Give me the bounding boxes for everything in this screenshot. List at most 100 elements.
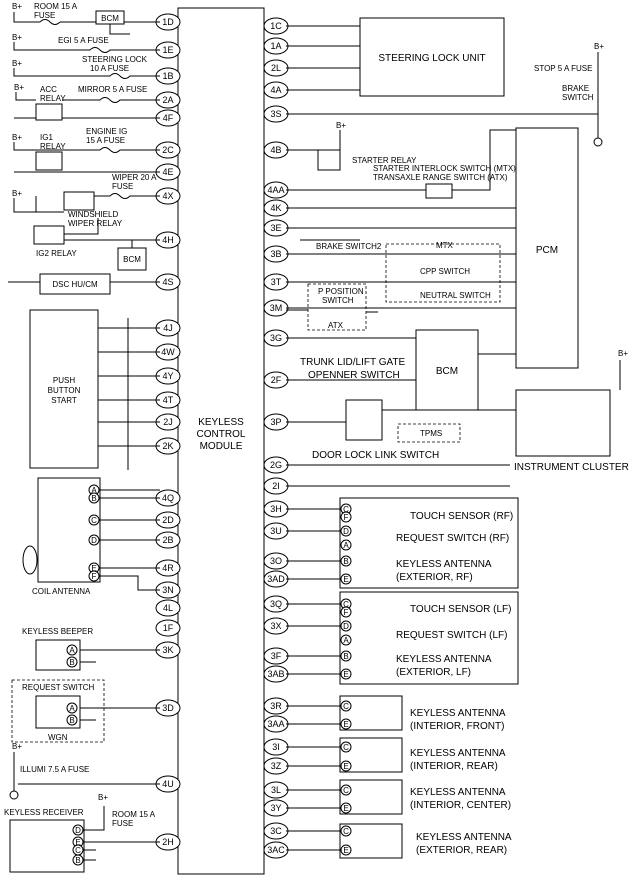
room-fuse-label-2: FUSE: [34, 11, 55, 20]
pin-right-label: 3P: [270, 417, 281, 427]
connector-letter: [340, 573, 352, 585]
connector-letter: [340, 539, 352, 551]
pin-right-3r: 3R: [263, 697, 289, 715]
pin-right-3t: 3T: [263, 273, 289, 291]
pin-right-label: 3T: [271, 277, 282, 287]
connector-letter-text: C: [75, 846, 81, 855]
pin-right-label: 2F: [271, 375, 282, 385]
connector-letter: [340, 606, 352, 618]
pin-left-label: 3N: [162, 585, 174, 595]
antenna-exterior-rear: KEYLESS ANTENNA (EXTERIOR, REAR): [286, 823, 512, 859]
wgn-dashed-box: [11, 679, 105, 743]
connector-letter: [340, 700, 352, 712]
steering-lock-unit-box: [359, 17, 505, 97]
cpp-switch-label: CPP SWITCH: [420, 267, 470, 276]
pin-right-label: 3S: [270, 109, 281, 119]
pin-right-label: 3H: [270, 504, 282, 514]
connector-letter: [340, 555, 352, 567]
pin-right-3c: 3C: [263, 822, 289, 840]
pin-right-label: 1C: [270, 21, 282, 31]
connector-letter-text: E: [91, 564, 96, 573]
pin-left-4q: 4Q: [155, 489, 181, 507]
pin-right-label: 3AA: [267, 719, 284, 729]
pin-right-label: 3G: [270, 333, 282, 343]
ig1-relay-label-2: RELAY: [40, 142, 66, 151]
connector-letter-text: E: [343, 720, 348, 729]
connector-letter-text: C: [343, 786, 349, 795]
antenna-int-front-label-1: KEYLESS ANTENNA: [410, 708, 506, 719]
pin-right-3s: 3S: [263, 105, 289, 123]
connector-letter-text: A: [69, 704, 75, 713]
connector-letter-text: C: [343, 743, 349, 752]
connector-letter: [66, 714, 78, 726]
pin-right-3y: 3Y: [263, 799, 289, 817]
connector-letter: [72, 824, 84, 836]
starter-interlock-switch-box: [425, 183, 453, 199]
connector-letter-text: C: [343, 702, 349, 711]
engine-ig-fuse-label-1: ENGINE IG: [86, 127, 127, 136]
pin-left-label: 2B: [162, 535, 173, 545]
bcm-right: BCM TRUNK LID/LIFT GATE OPENNER SWITCH: [286, 329, 516, 411]
steering-lock-fuse-label-2: 10 A FUSE: [90, 64, 129, 73]
pin-right-label: 2I: [272, 481, 280, 491]
connector-letter-text: C: [343, 827, 349, 836]
p-position-dashed-box: [307, 283, 367, 331]
pin-left-label: 2K: [162, 441, 173, 451]
right-pins: 1C1A2L4A3S4B4AA4K3E3B3T3M3G2F3P2G2I3H3U3…: [263, 17, 289, 859]
connector-letter: [72, 854, 84, 866]
pcm: PCM: [515, 127, 579, 369]
request-switch-rf-label: REQUEST SWITCH (RF): [396, 533, 509, 544]
antenna-ext-rear-label-1: KEYLESS ANTENNA: [416, 832, 512, 843]
pin-left-label: 2H: [162, 837, 174, 847]
starter-relay-label: STARTER RELAY: [352, 156, 417, 165]
tpms-label: TPMS: [420, 429, 442, 438]
bplus-label: B+: [14, 83, 24, 92]
connector-letter-text: B: [91, 494, 96, 503]
pin-left-label: 4H: [162, 235, 174, 245]
ig1-relay-circuit: B+ IG1 RELAY ENGINE IG 15 A FUSE: [12, 127, 160, 173]
connector-letter: [88, 492, 100, 504]
connector-letter: [340, 825, 352, 837]
pin-right-label: 3F: [271, 651, 282, 661]
bplus-label: B+: [12, 2, 22, 11]
pin-right-label: 3U: [270, 526, 282, 536]
pin-left-label: 1B: [162, 71, 173, 81]
connector-letter: [340, 784, 352, 796]
connector-letter: [66, 644, 78, 656]
neutral-switch-label: NEUTRAL SWITCH: [420, 291, 491, 300]
pin-right-3m: 3M: [263, 299, 289, 317]
brake-switch-label-2: SWITCH: [562, 93, 594, 102]
room-fuse-label-1: ROOM 15 A: [34, 2, 78, 11]
connector-letter: [340, 802, 352, 814]
illumi-fuse-circuit: B+ ILLUMI 7.5 A FUSE: [9, 742, 160, 800]
brake-switch2-circuit: BRAKE SWITCH2: [286, 227, 516, 251]
connector-letter-text: A: [343, 541, 349, 550]
mtx-group: MTX CPP SWITCH NEUTRAL SWITCH: [286, 241, 516, 309]
connector-letter: [66, 656, 78, 668]
touch-sensor-rf-label: TOUCH SENSOR (RF): [410, 511, 513, 522]
connector-letter-text: B: [343, 652, 348, 661]
connector-letter-text: E: [343, 575, 348, 584]
starter-interlock-label-2: TRANSAXLE RANGE SWITCH (ATX): [373, 173, 508, 182]
antenna-int-center-label-2: (INTERIOR, CENTER): [410, 800, 511, 811]
pin-left-label: 4W: [161, 347, 175, 357]
bplus-label: B+: [12, 59, 22, 68]
antenna-ext-lf-label-1: KEYLESS ANTENNA: [396, 654, 492, 665]
pin-left-3n: 3N: [155, 581, 181, 599]
bcm-right-box: [415, 329, 479, 411]
antenna-int-front-label-2: (INTERIOR, FRONT): [410, 721, 504, 732]
pin-right-3b: 3B: [263, 245, 289, 263]
connector-letter-text: A: [91, 486, 97, 495]
touch-sensor-lf-label: TOUCH SENSOR (LF): [410, 604, 512, 615]
connector-letter-text: B: [69, 716, 74, 725]
engine-ig-fuse-label-2: 15 A FUSE: [86, 136, 125, 145]
pin-right-label: 3Y: [270, 803, 281, 813]
brake-switch-label-1: BRAKE: [562, 84, 589, 93]
connector-letter-text: D: [91, 536, 97, 545]
connector-letter-text: D: [343, 622, 349, 631]
dsc-label: DSC HU/CM: [52, 280, 98, 289]
antenna-ext-rf-label-1: KEYLESS ANTENNA: [396, 559, 492, 570]
keyless-control-module: [177, 7, 265, 875]
windshield-relay-label-1: WINDSHIELD: [68, 210, 118, 219]
connector-letter-text: B: [343, 557, 348, 566]
